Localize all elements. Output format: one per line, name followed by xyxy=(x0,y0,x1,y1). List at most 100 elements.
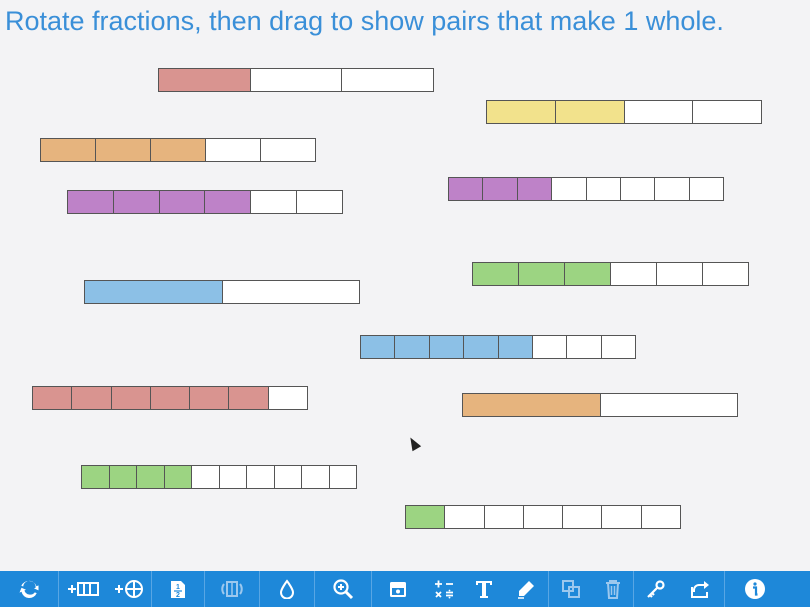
fraction-bar[interactable] xyxy=(448,177,724,201)
empty-part xyxy=(523,506,564,528)
filled-part xyxy=(555,101,625,123)
filled-part xyxy=(205,191,252,213)
toolbar-divider xyxy=(724,571,725,607)
rotate-button[interactable] xyxy=(205,571,259,607)
empty-part xyxy=(342,69,434,91)
filled-part xyxy=(33,387,73,409)
fraction-bar[interactable] xyxy=(462,393,738,417)
filled-part xyxy=(111,387,151,409)
add-circle-button[interactable] xyxy=(107,571,151,607)
filled-part xyxy=(82,466,110,488)
answer-key-button[interactable] xyxy=(634,571,678,607)
filled-part xyxy=(150,387,191,409)
empty-part xyxy=(484,506,524,528)
fraction-bar[interactable] xyxy=(486,100,762,124)
filled-part xyxy=(406,506,446,528)
filled-part xyxy=(361,336,396,358)
empty-part xyxy=(602,506,642,528)
empty-part xyxy=(192,466,220,488)
empty-part xyxy=(206,139,261,161)
toolbar-divider xyxy=(548,571,549,607)
filled-part xyxy=(498,336,533,358)
fraction-label-icon: 12 xyxy=(171,581,185,599)
fill-color-button[interactable] xyxy=(260,571,314,607)
empty-part xyxy=(563,506,603,528)
zoom-button[interactable] xyxy=(315,571,371,607)
empty-part xyxy=(689,178,723,200)
empty-part xyxy=(655,178,690,200)
empty-part xyxy=(703,263,748,285)
toolbar-divider xyxy=(259,571,260,607)
reset-button[interactable] xyxy=(0,571,58,607)
empty-part xyxy=(552,178,587,200)
empty-part xyxy=(532,336,568,358)
rotate-icon xyxy=(221,581,243,597)
fraction-bar[interactable] xyxy=(405,505,681,529)
empty-part xyxy=(611,263,657,285)
fraction-bar[interactable] xyxy=(472,262,749,286)
empty-part xyxy=(302,466,330,488)
empty-part xyxy=(250,69,343,91)
duplicate-button[interactable] xyxy=(549,571,593,607)
filled-part xyxy=(164,466,192,488)
empty-part xyxy=(251,191,298,213)
share-icon xyxy=(691,581,709,598)
filled-part xyxy=(473,263,519,285)
empty-part xyxy=(222,281,359,303)
info-icon xyxy=(744,579,765,599)
empty-part xyxy=(601,336,635,358)
toolbar-divider xyxy=(58,571,59,607)
filled-part xyxy=(429,336,465,358)
fill-color-icon xyxy=(279,579,295,599)
add-bar-button[interactable] xyxy=(59,571,107,607)
fraction-bar[interactable] xyxy=(40,138,316,162)
add-circle-icon xyxy=(115,580,143,598)
key-icon xyxy=(647,580,665,598)
operations-icon xyxy=(435,580,453,599)
empty-part xyxy=(586,178,621,200)
info-button[interactable] xyxy=(725,571,784,607)
filled-part xyxy=(449,178,484,200)
fraction-bar[interactable] xyxy=(158,68,434,92)
pen-button[interactable] xyxy=(504,571,548,607)
filled-part xyxy=(519,263,565,285)
empty-part xyxy=(247,466,275,488)
fraction-bar[interactable] xyxy=(67,190,343,214)
empty-part xyxy=(657,263,703,285)
duplicate-icon xyxy=(562,580,580,598)
empty-part xyxy=(600,394,737,416)
fraction-bar[interactable] xyxy=(360,335,636,359)
operations-button[interactable] xyxy=(424,571,464,607)
add-bar-icon xyxy=(68,582,99,596)
filled-part xyxy=(137,466,165,488)
toolbar-divider xyxy=(204,571,205,607)
filled-part xyxy=(483,178,518,200)
empty-part xyxy=(219,466,247,488)
fraction-bar[interactable] xyxy=(84,280,360,304)
filled-part xyxy=(487,101,556,123)
share-button[interactable] xyxy=(678,571,724,607)
fraction-bar[interactable] xyxy=(81,465,357,489)
fraction-bar[interactable] xyxy=(32,386,308,410)
empty-part xyxy=(297,191,342,213)
empty-part xyxy=(274,466,302,488)
toolbar-divider xyxy=(633,571,634,607)
toolbar-divider xyxy=(371,571,372,607)
filled-part xyxy=(72,387,112,409)
hide-button[interactable] xyxy=(372,571,424,607)
empty-part xyxy=(329,466,356,488)
svg-text:2: 2 xyxy=(176,592,180,599)
delete-button[interactable] xyxy=(593,571,633,607)
empty-part xyxy=(445,506,485,528)
empty-part xyxy=(268,387,307,409)
zoom-icon xyxy=(333,579,354,600)
empty-part xyxy=(261,139,315,161)
text-icon xyxy=(476,581,492,598)
reset-icon xyxy=(19,580,39,599)
toolbar-divider xyxy=(151,571,152,607)
text-button[interactable] xyxy=(464,571,504,607)
filled-part xyxy=(96,139,151,161)
filled-part xyxy=(565,263,611,285)
